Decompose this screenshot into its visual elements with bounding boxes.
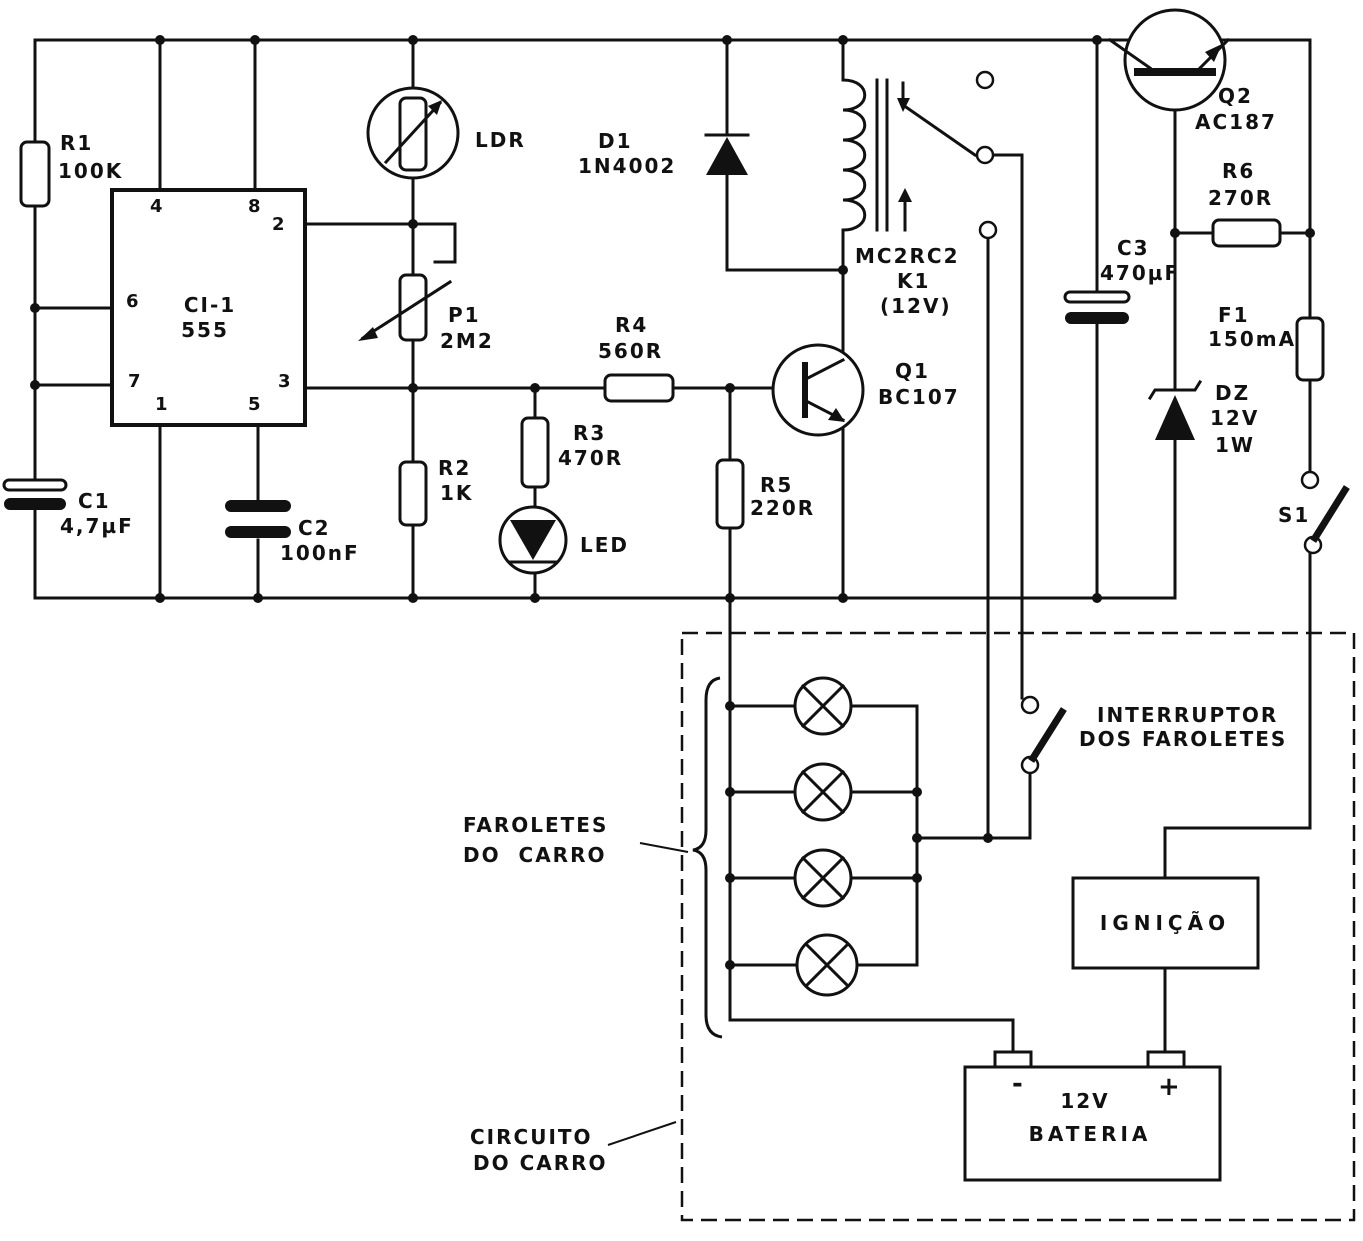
c2-value: 100nF bbox=[280, 541, 360, 565]
junctions bbox=[30, 35, 1315, 970]
ic-type: 555 bbox=[181, 318, 229, 342]
battery-minus: - bbox=[1012, 1069, 1025, 1099]
lamp-2 bbox=[793, 762, 853, 822]
resistor-r5: R5 220R bbox=[715, 458, 815, 530]
led: LED bbox=[498, 505, 629, 575]
ic-pin-3: 3 bbox=[278, 371, 292, 392]
capacitor-c1: C1 4,7µF bbox=[2, 478, 134, 538]
ic-pin-7: 7 bbox=[128, 371, 142, 392]
car-circuit-label-line2: DO CARRO bbox=[473, 1151, 608, 1175]
ic-pin-4: 4 bbox=[150, 196, 164, 217]
lamp-4 bbox=[795, 933, 859, 997]
ic-pin-6: 6 bbox=[126, 291, 140, 312]
ldr-ref: LDR bbox=[475, 128, 526, 152]
relay-ref: K1 bbox=[897, 269, 930, 293]
battery-plus: + bbox=[1158, 1072, 1182, 1102]
f1-ref: F1 bbox=[1218, 303, 1250, 327]
relay-k1: MC2RC2 K1 (12V) bbox=[841, 70, 998, 318]
battery-voltage: 12V bbox=[1060, 1089, 1109, 1113]
ic-pin-5: 5 bbox=[248, 394, 262, 415]
fuse-f1: F1 150mA bbox=[1208, 303, 1325, 382]
ic-pin-1: 1 bbox=[155, 394, 169, 415]
r6-value: 270R bbox=[1208, 186, 1273, 210]
headlight-switch-label-line2: DOS FAROLETES bbox=[1079, 727, 1287, 751]
q2-ref: Q2 bbox=[1218, 84, 1253, 108]
c1-ref: C1 bbox=[78, 489, 111, 513]
car-circuit-label-line1: CIRCUITO bbox=[470, 1125, 593, 1149]
q2-value: AC187 bbox=[1195, 110, 1277, 134]
r1-value: 100K bbox=[58, 159, 123, 183]
battery-label: BATERIA bbox=[1029, 1122, 1152, 1146]
r4-value: 560R bbox=[598, 339, 663, 363]
resistor-r1: R1 100K bbox=[19, 128, 123, 208]
c3-ref: C3 bbox=[1117, 236, 1150, 260]
capacitor-c3: C3 470µF bbox=[1063, 236, 1180, 324]
q1-ref: Q1 bbox=[895, 359, 930, 383]
r5-value: 220R bbox=[750, 496, 815, 520]
relay-value: (12V) bbox=[880, 294, 952, 318]
c1-value: 4,7µF bbox=[60, 514, 134, 538]
headlight-switch-label-line1: INTERRUPTOR bbox=[1097, 703, 1278, 727]
diode-d1: D1 1N4002 bbox=[578, 129, 750, 178]
resistor-r4: R4 560R bbox=[598, 313, 675, 403]
r3-ref: R3 bbox=[573, 421, 606, 445]
s1-ref: S1 bbox=[1278, 503, 1310, 527]
d1-ref: D1 bbox=[598, 129, 633, 153]
capacitor-c2: C2 100nF bbox=[225, 500, 360, 565]
p1-value: 2M2 bbox=[440, 329, 494, 353]
led-ref: LED bbox=[580, 533, 629, 557]
r2-value: 1K bbox=[440, 481, 473, 505]
ignition-box: IGNIÇÃO bbox=[1071, 876, 1260, 970]
transistor-q1: Q1 BC107 bbox=[771, 343, 960, 437]
ignition-label: IGNIÇÃO bbox=[1100, 911, 1230, 935]
q1-value: BC107 bbox=[878, 385, 960, 409]
dz-power: 1W bbox=[1215, 433, 1255, 457]
r3-value: 470R bbox=[558, 446, 623, 470]
car-circuit: INTERRUPTOR DOS FAROLETES FAROLETES DO C… bbox=[463, 631, 1356, 1222]
r1-ref: R1 bbox=[60, 131, 93, 155]
ic-pin-2: 2 bbox=[272, 214, 286, 235]
transistor-q2: Q2 AC187 bbox=[1107, 8, 1277, 134]
lamps-label-line1: FAROLETES bbox=[463, 813, 608, 837]
battery: - + 12V BATERIA bbox=[963, 1050, 1222, 1182]
headlight-switch bbox=[1020, 695, 1067, 775]
f1-value: 150mA bbox=[1208, 327, 1296, 351]
resistor-r6: R6 270R bbox=[1208, 159, 1282, 248]
resistor-r3: R3 470R bbox=[520, 416, 623, 489]
r5-ref: R5 bbox=[760, 473, 793, 497]
ic-555: 4 8 2 6 7 3 1 5 CI-1 555 bbox=[110, 188, 307, 427]
c3-value: 470µF bbox=[1100, 261, 1180, 285]
p1-ref: P1 bbox=[448, 303, 481, 327]
d1-value: 1N4002 bbox=[578, 154, 676, 178]
resistor-r2: R2 1K bbox=[398, 456, 473, 527]
r4-ref: R4 bbox=[615, 313, 648, 337]
ic-pin-8: 8 bbox=[248, 196, 262, 217]
lamp-1 bbox=[793, 676, 853, 736]
c2-ref: C2 bbox=[298, 516, 331, 540]
r6-ref: R6 bbox=[1222, 159, 1255, 183]
relay-model: MC2RC2 bbox=[855, 244, 960, 268]
r2-ref: R2 bbox=[438, 456, 471, 480]
lamps-brace bbox=[692, 676, 723, 1039]
lamp-3 bbox=[793, 848, 853, 908]
ldr: LDR bbox=[366, 86, 526, 180]
lamps-label-line2: DO CARRO bbox=[463, 843, 607, 867]
dz-value: 12V bbox=[1210, 406, 1259, 430]
potentiometer-p1: P1 2M2 bbox=[358, 273, 494, 353]
ic-ref: CI-1 bbox=[184, 293, 236, 317]
switch-s1: S1 bbox=[1278, 470, 1350, 555]
zener-dz: DZ 12V 1W bbox=[1147, 379, 1259, 457]
dz-ref: DZ bbox=[1215, 381, 1250, 405]
